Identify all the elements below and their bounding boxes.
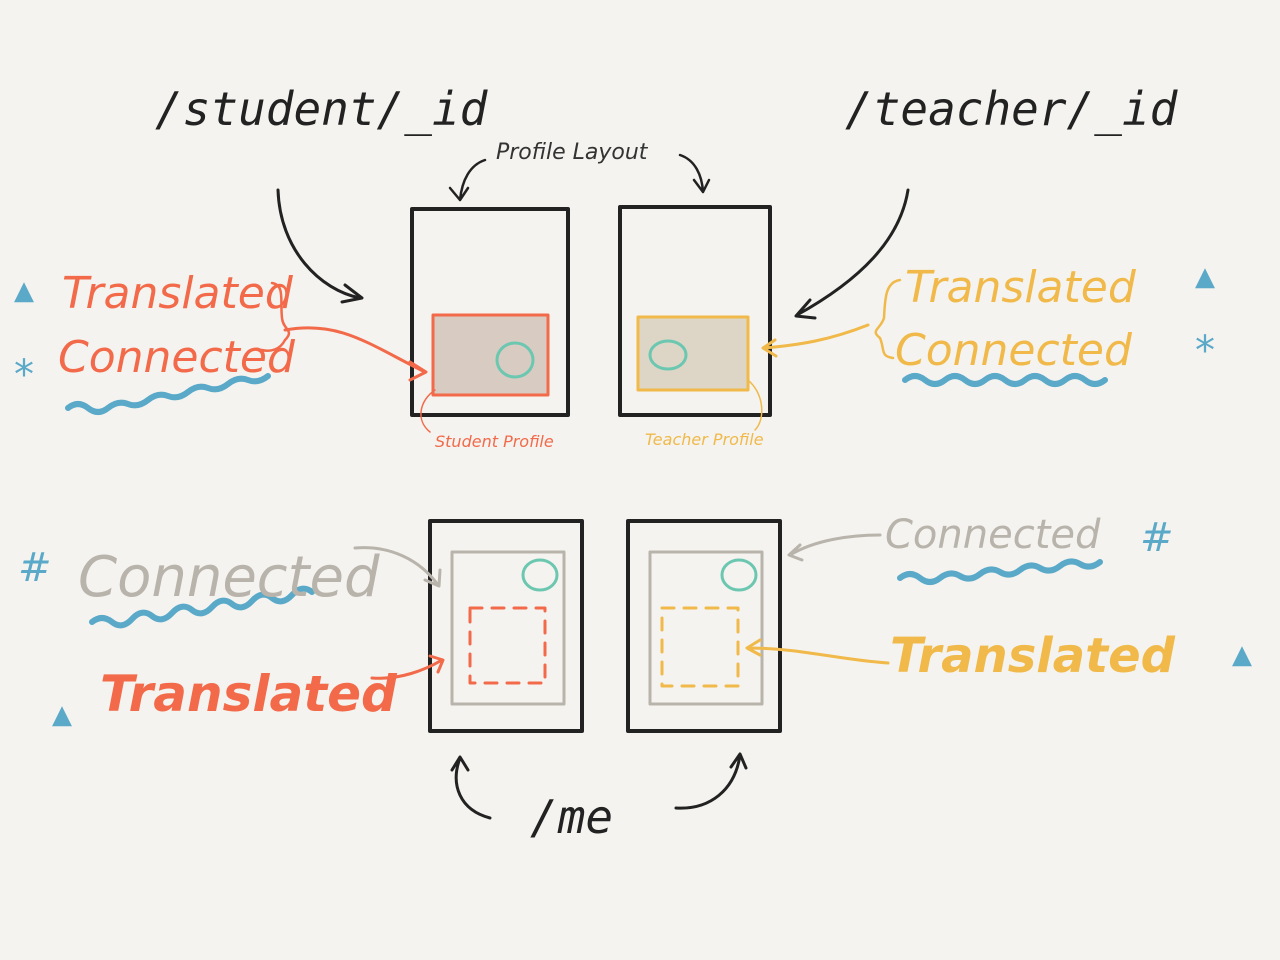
teacher-profile-box (636, 315, 750, 392)
me-teacher-frame (626, 519, 782, 733)
me-teacher-connected-box (648, 550, 764, 706)
me-student-connected-label: Connected (78, 545, 380, 610)
me-student-translated-box (468, 606, 547, 685)
connected-circle-icon (521, 558, 559, 592)
asterisk-icon: * (1195, 328, 1215, 374)
triangle-icon: ▲ (14, 276, 34, 306)
triangle-icon: ▲ (1232, 640, 1252, 670)
route-me: /me (530, 790, 614, 844)
profile-layout-label: Profile Layout (496, 140, 648, 165)
hash-icon: # (18, 545, 52, 591)
connected-circle-icon (648, 339, 688, 371)
connected-circle-icon (495, 341, 535, 379)
triangle-icon: ▲ (1195, 262, 1215, 292)
me-teacher-translated-box (660, 606, 740, 688)
me-student-connected-box (450, 550, 566, 706)
me-student-frame (428, 519, 584, 733)
student-connected-label: Connected (58, 332, 295, 383)
teacher-profile-label: Teacher Profile (645, 430, 764, 449)
asterisk-icon: * (14, 352, 34, 398)
connected-circle-icon (720, 558, 758, 592)
student-profile-box (431, 313, 550, 397)
triangle-icon: ▲ (52, 700, 72, 730)
student-layout-frame (410, 207, 570, 417)
route-teacher: /teacher/_id (845, 82, 1178, 136)
teacher-translated-label: Translated (905, 262, 1136, 313)
student-translated-label: Translated (62, 268, 293, 319)
hash-icon: # (1140, 515, 1174, 561)
me-teacher-connected-label: Connected (885, 512, 1101, 558)
route-student: /student/_id (155, 82, 488, 136)
me-teacher-translated-label: Translated (890, 628, 1175, 684)
teacher-connected-label: Connected (895, 325, 1132, 376)
teacher-layout-frame (618, 205, 772, 417)
me-student-translated-label: Translated (100, 665, 397, 723)
student-profile-label: Student Profile (435, 432, 554, 451)
